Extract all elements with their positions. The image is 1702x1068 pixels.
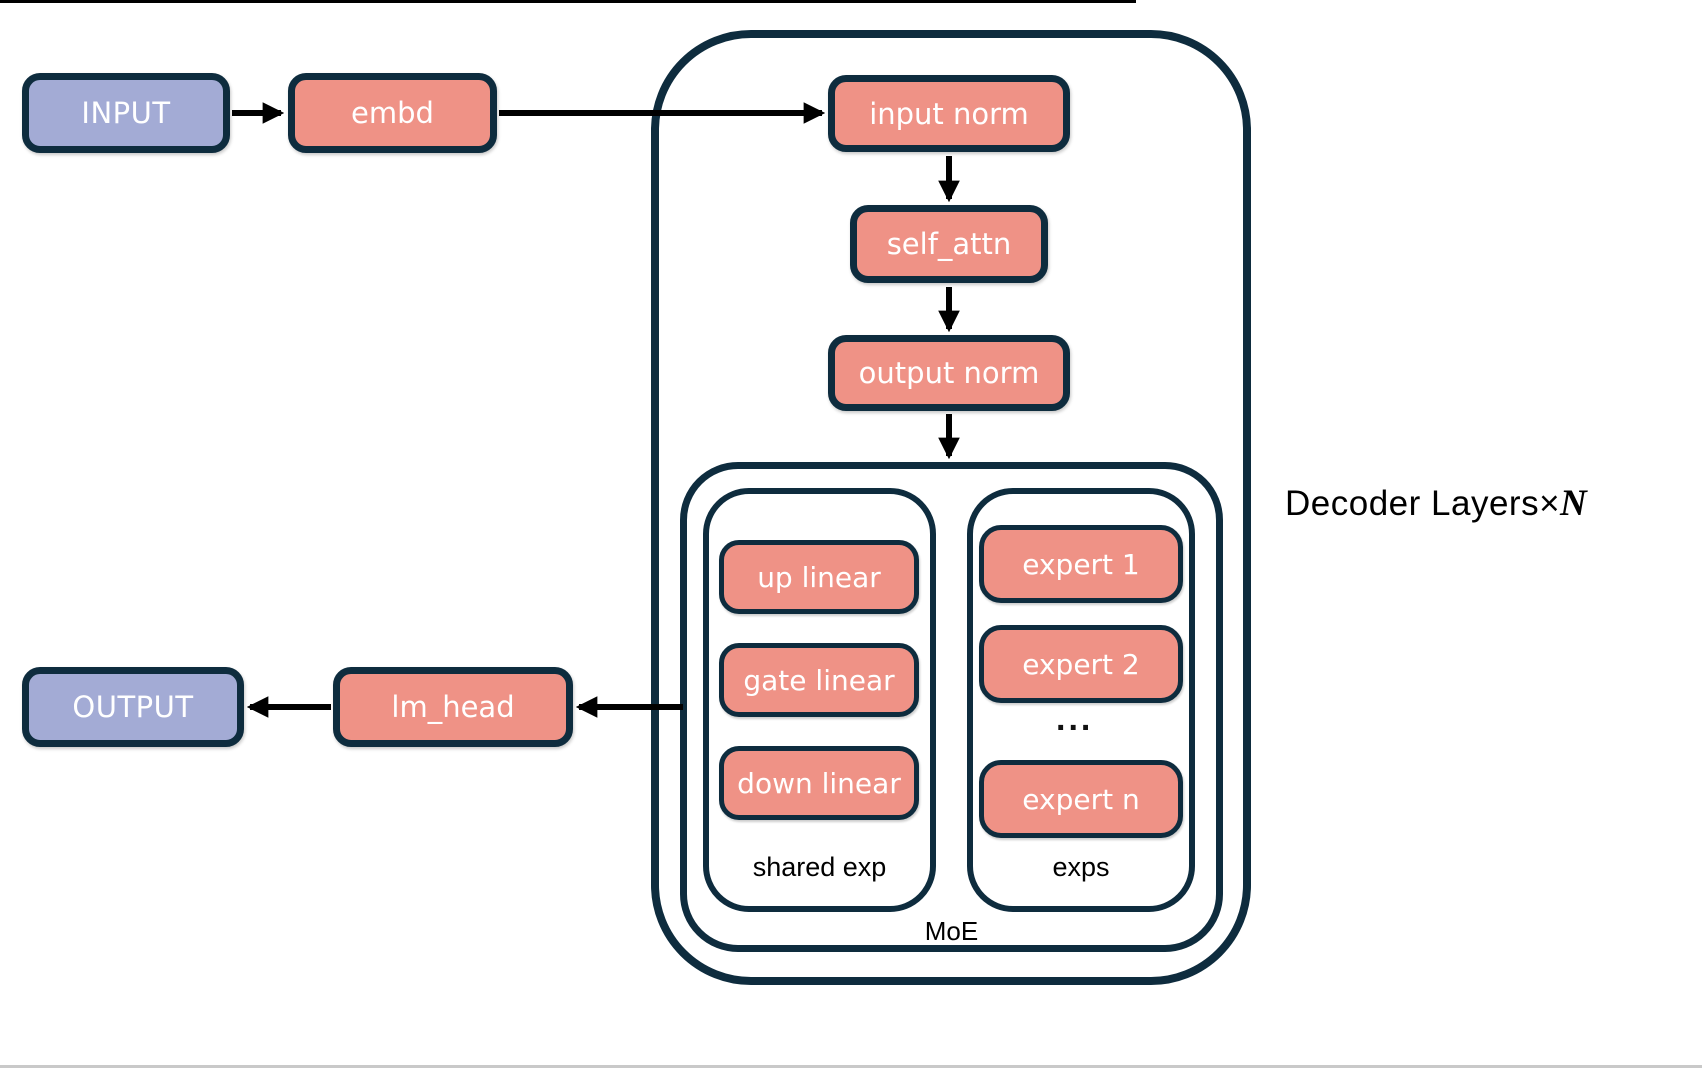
node-expert-1-label: expert 1 bbox=[1022, 547, 1140, 581]
exps-label: exps bbox=[1052, 852, 1110, 882]
node-down-linear-label: down linear bbox=[737, 766, 901, 800]
node-lm-head: lm_head bbox=[333, 667, 573, 747]
node-up-linear: up linear bbox=[719, 540, 919, 614]
node-embd-label: embd bbox=[351, 96, 434, 130]
moe-label: MoE bbox=[924, 916, 979, 946]
node-gate-linear: gate linear bbox=[719, 643, 919, 717]
shared-exp-label: shared exp bbox=[752, 852, 887, 882]
experts-ellipsis: ... bbox=[1056, 700, 1094, 738]
node-lm-head-label: lm_head bbox=[391, 690, 515, 724]
moe-box bbox=[680, 462, 1223, 952]
node-expert-n-label: expert n bbox=[1022, 782, 1140, 816]
decoder-layers-label-text: Decoder Layers× bbox=[1285, 484, 1561, 523]
node-gate-linear-label: gate linear bbox=[743, 663, 895, 697]
node-expert-2: expert 2 bbox=[979, 625, 1183, 703]
node-output: OUTPUT bbox=[22, 667, 244, 747]
shared-exp-box bbox=[703, 488, 936, 912]
decoder-layers-label: Decoder Layers×N bbox=[1285, 482, 1587, 525]
node-self-attn-label: self_attn bbox=[886, 227, 1012, 261]
node-expert-n: expert n bbox=[979, 760, 1183, 838]
node-output-label: OUTPUT bbox=[72, 690, 194, 724]
node-self-attn: self_attn bbox=[850, 205, 1048, 283]
decoder-layers-n: N bbox=[1560, 483, 1588, 524]
exps-box bbox=[967, 488, 1195, 912]
screen-edge-bottom bbox=[0, 1065, 1702, 1068]
node-up-linear-label: up linear bbox=[757, 560, 881, 594]
node-expert-2-label: expert 2 bbox=[1022, 647, 1140, 681]
node-output-norm-label: output norm bbox=[858, 356, 1040, 390]
node-input-label: INPUT bbox=[81, 96, 171, 130]
node-input: INPUT bbox=[22, 73, 230, 153]
node-input-norm-label: input norm bbox=[869, 96, 1029, 131]
node-down-linear: down linear bbox=[719, 746, 919, 820]
decoder-layers-box bbox=[651, 30, 1251, 985]
node-output-norm: output norm bbox=[828, 335, 1070, 411]
node-embd: embd bbox=[288, 73, 497, 153]
screen-edge-top bbox=[0, 0, 1136, 3]
node-input-norm: input norm bbox=[828, 75, 1070, 152]
node-expert-1: expert 1 bbox=[979, 525, 1183, 603]
